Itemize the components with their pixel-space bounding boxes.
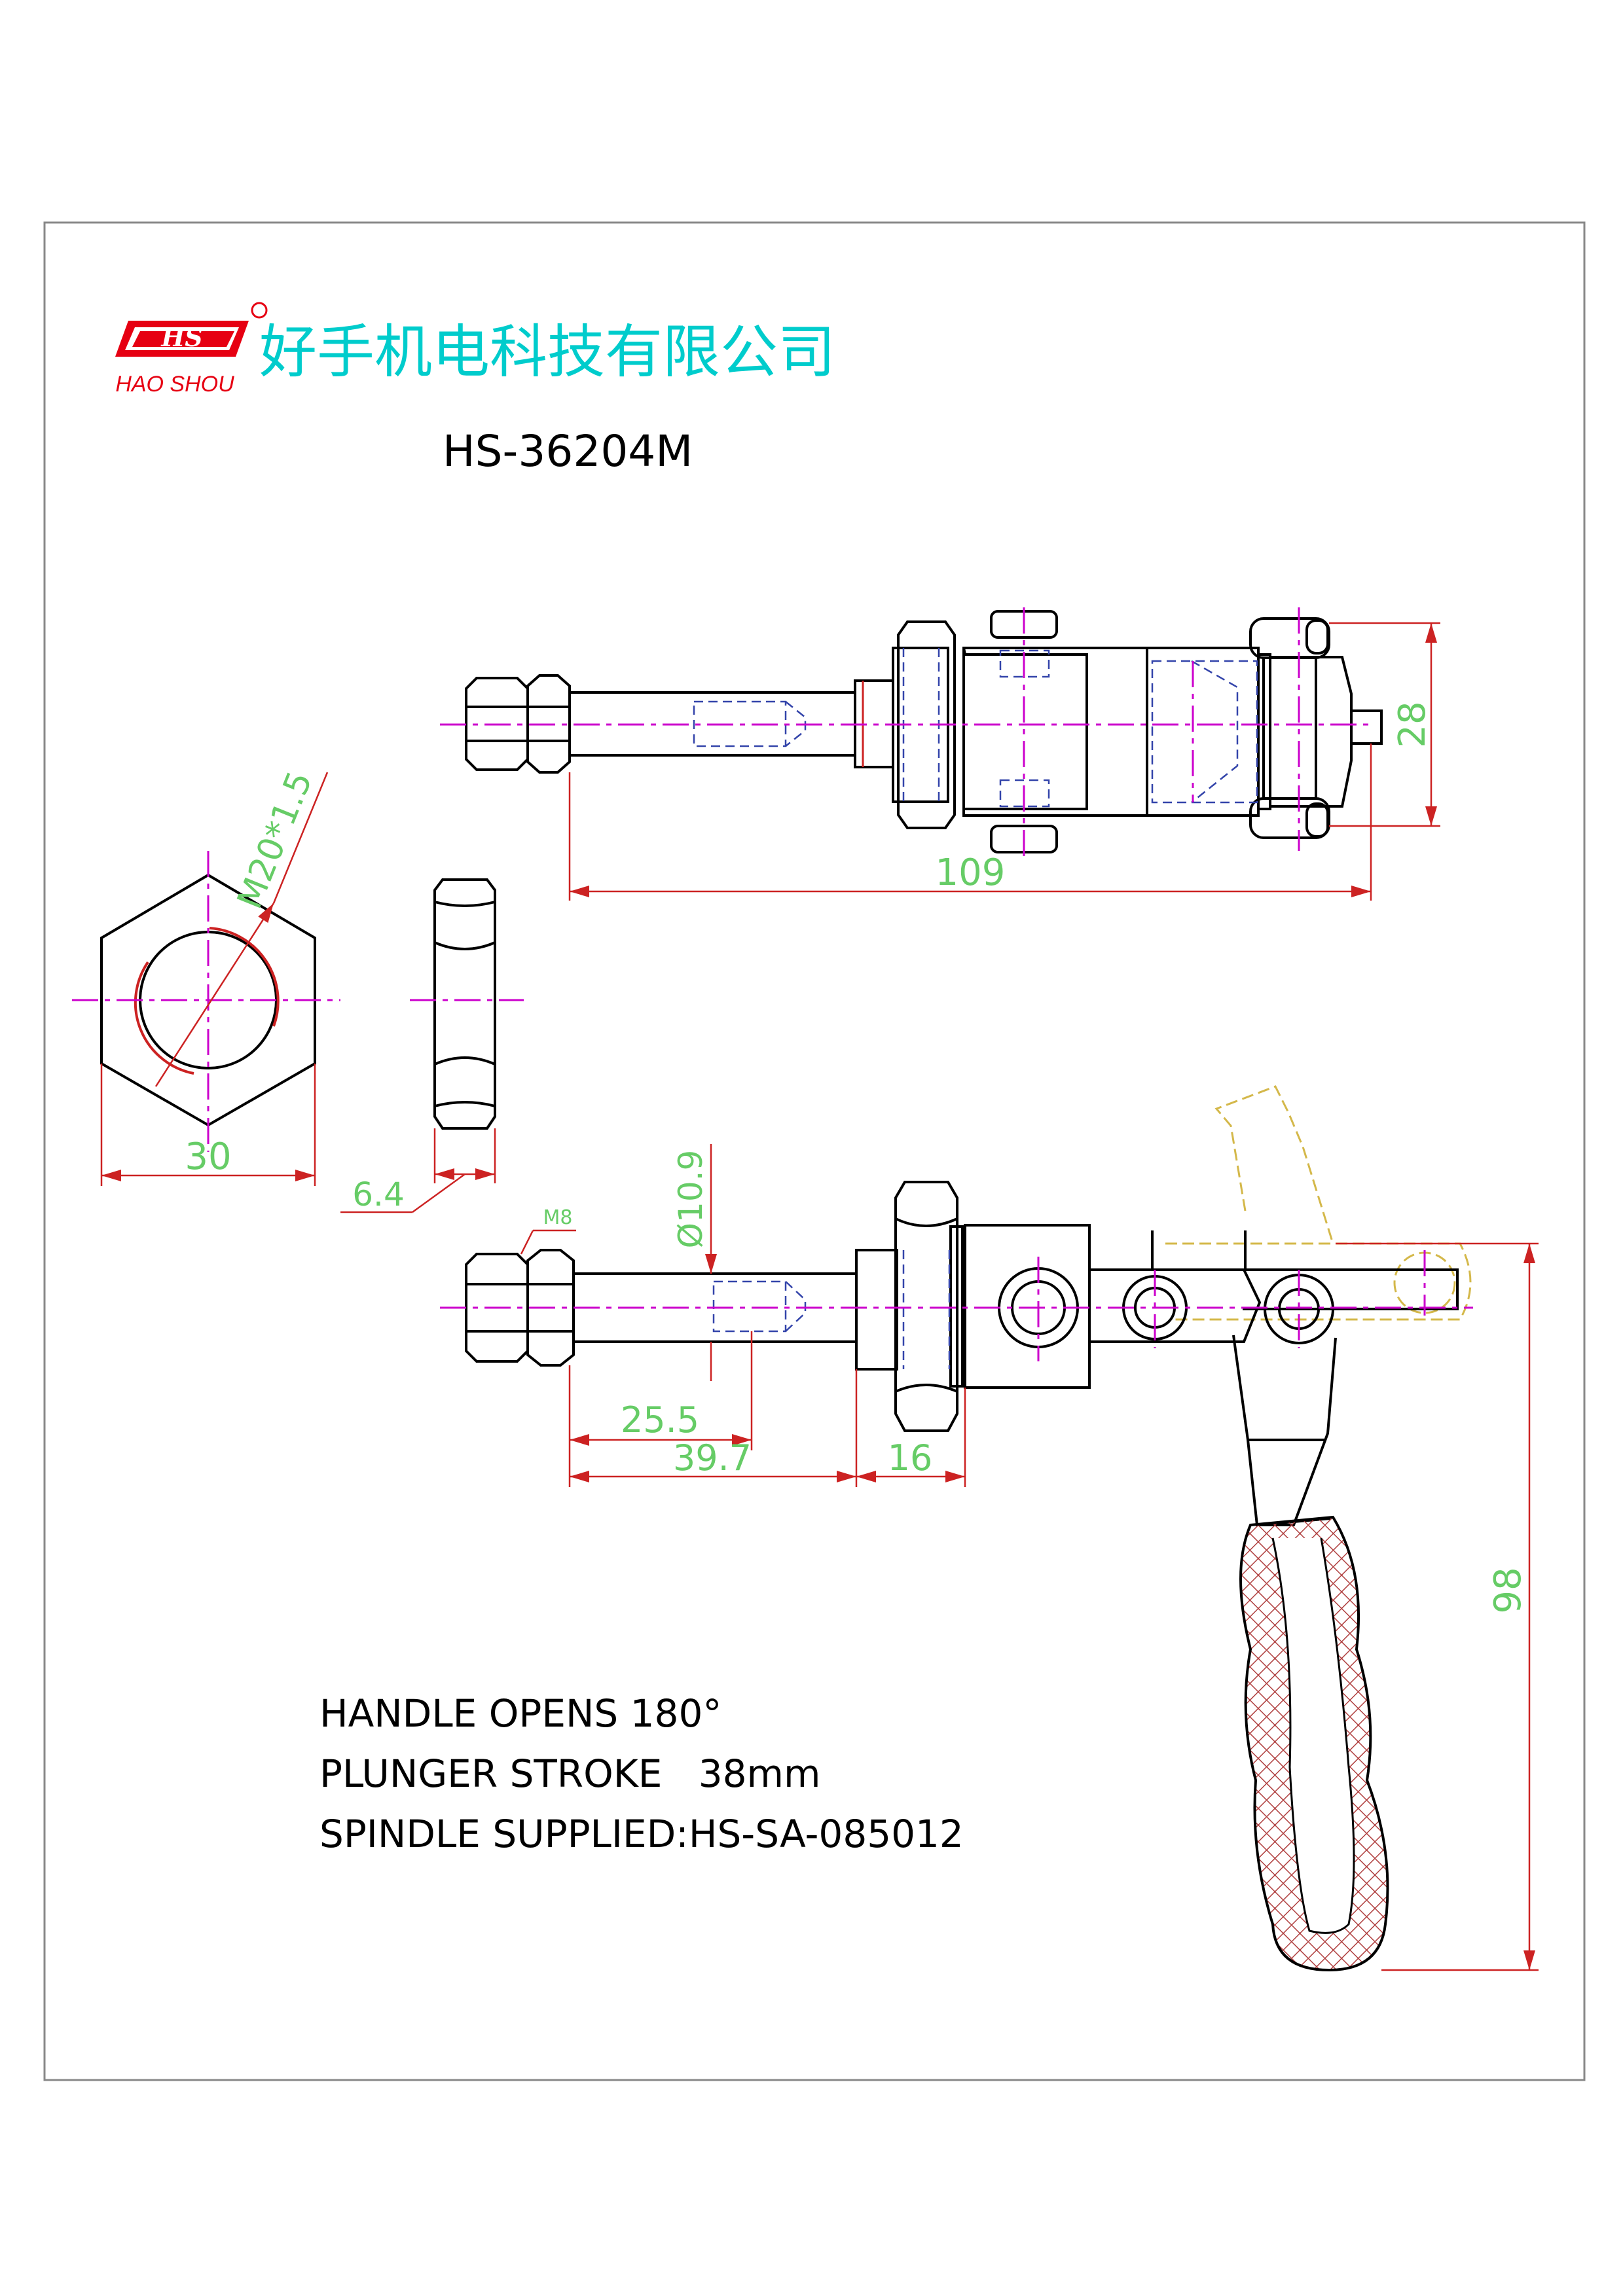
model-number: HS-36204M bbox=[443, 426, 693, 476]
dim-stroke-b: 39.7 bbox=[673, 1437, 752, 1479]
sheet-frame bbox=[43, 221, 1586, 2081]
note-spindle-supplied: SPINDLE SUPPLIED:HS-SA-085012 bbox=[319, 1812, 964, 1856]
logo-sub: HAO SHOU bbox=[115, 372, 234, 397]
grip-inner bbox=[1271, 1537, 1355, 1934]
top-dim-lines bbox=[568, 622, 1440, 901]
note-plunger-stroke: PLUNGER STROKE 38mm bbox=[319, 1751, 821, 1796]
side-view bbox=[465, 1181, 1459, 1526]
note-handle-opens: HANDLE OPENS 180° bbox=[319, 1691, 721, 1736]
dim-top-height: 28 bbox=[1391, 701, 1434, 747]
dim-nut-across-flats: 30 bbox=[185, 1136, 231, 1178]
dim-nut-thread: M20*1.5 bbox=[230, 766, 320, 914]
top-view bbox=[465, 610, 1383, 853]
spec-notes: HANDLE OPENS 180° PLUNGER STROKE 38mm SP… bbox=[319, 1691, 964, 1856]
hex-nut-dims bbox=[100, 772, 329, 1186]
dim-handle-height: 98 bbox=[1487, 1567, 1529, 1613]
top-view-centerlines bbox=[440, 607, 1375, 857]
hex-nut-side bbox=[433, 878, 496, 1130]
dim-nut-thickness: 6.4 bbox=[352, 1175, 405, 1213]
company-logo: HS HAO SHOU bbox=[115, 302, 268, 397]
side-dim-lines bbox=[520, 1144, 1539, 1971]
logo-text: HS bbox=[160, 323, 202, 352]
hex-nut-centerlines bbox=[72, 851, 340, 1152]
side-view-hidden-lines bbox=[712, 1250, 951, 1369]
company-name: 好手机电科技有限公司 bbox=[259, 318, 835, 386]
dim-body-width: 16 bbox=[888, 1437, 933, 1479]
hex-side-dims bbox=[340, 1128, 496, 1213]
side-view-centerlines bbox=[440, 1250, 1473, 1361]
dim-top-length: 109 bbox=[936, 852, 1006, 894]
dim-plunger-dia: Ø10.9 bbox=[672, 1150, 710, 1249]
top-view-hidden-lines bbox=[693, 648, 1258, 808]
dim-stroke-a: 25.5 bbox=[621, 1399, 699, 1441]
dim-plunger-thread: M8 bbox=[543, 1206, 573, 1229]
